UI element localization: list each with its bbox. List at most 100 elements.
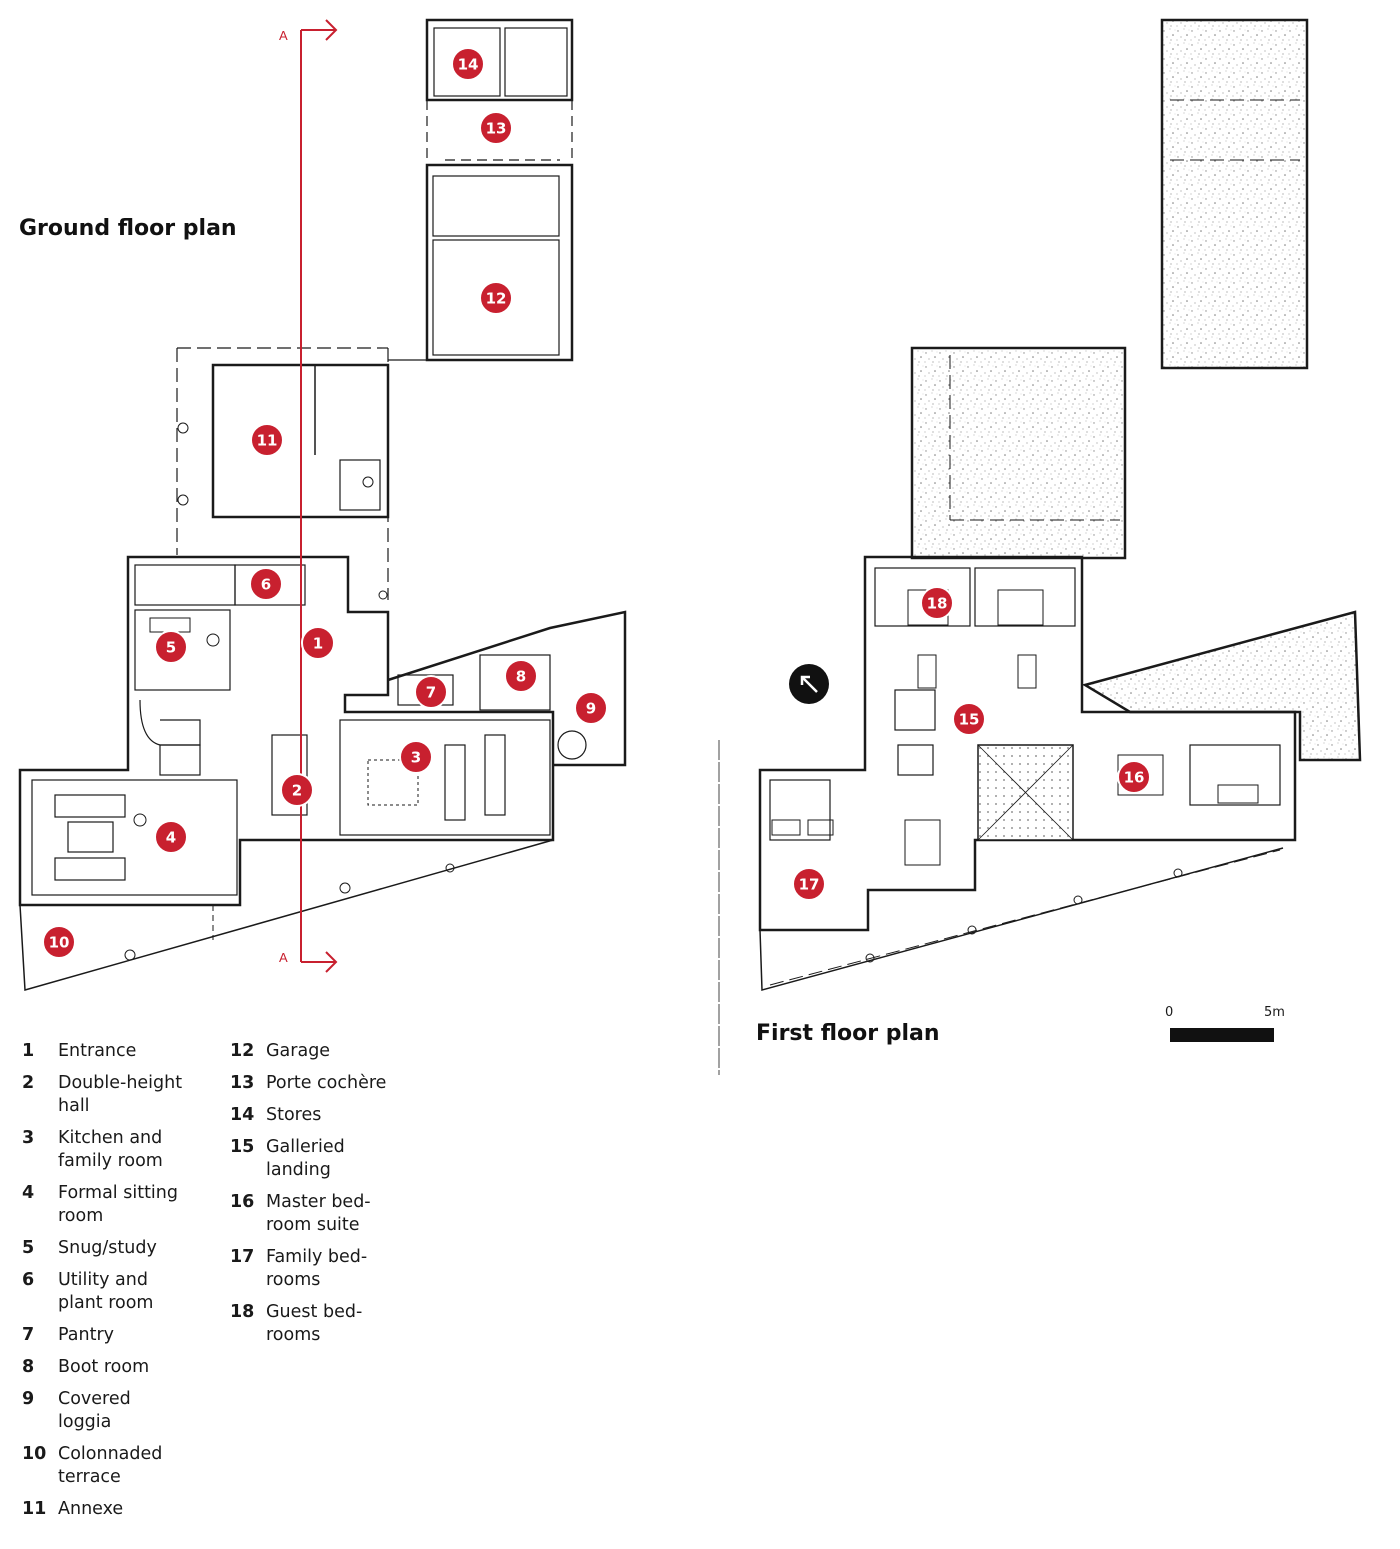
legend-label: Entrance xyxy=(58,1041,137,1061)
room-marker-number: 18 xyxy=(927,595,948,613)
first-floor-plan xyxy=(758,18,1362,991)
legend-label: Stores xyxy=(266,1105,322,1125)
room-marker-circle xyxy=(154,820,188,854)
room-marker-circle xyxy=(1117,760,1151,794)
room-marker-number: 4 xyxy=(166,829,176,847)
legend-item: 11 Annexe xyxy=(22,1498,208,1521)
room-marker-circle xyxy=(479,111,513,145)
room-marker-circle xyxy=(952,702,986,736)
room-marker-number: 7 xyxy=(426,684,436,702)
legend-item: 18 Guest bed- rooms xyxy=(230,1301,416,1347)
room-marker-15: 15 xyxy=(952,702,986,736)
room-marker-2: 2 xyxy=(280,773,314,807)
legend-label: Formal sitting room xyxy=(58,1183,178,1226)
legend-number: 12 xyxy=(230,1041,255,1061)
legend-number: 14 xyxy=(230,1105,255,1125)
room-marker-18: 18 xyxy=(920,586,954,620)
room-marker-number: 11 xyxy=(257,432,278,450)
room-marker-14: 14 xyxy=(451,47,485,81)
room-marker-number: 17 xyxy=(799,876,820,894)
section-line-a xyxy=(300,19,338,973)
legend-label: Pantry xyxy=(58,1325,114,1345)
scale-bar xyxy=(1170,1028,1274,1042)
legend-number: 16 xyxy=(230,1192,255,1212)
legend-number: 13 xyxy=(230,1073,255,1093)
room-marker-3: 3 xyxy=(399,740,433,774)
legend-item: 16 Master bed- room suite xyxy=(230,1191,416,1237)
north-arrow-icon xyxy=(789,664,829,704)
legend-label: Double-height hall xyxy=(58,1073,183,1116)
legend-label: Master bed- room suite xyxy=(266,1192,371,1235)
section-label-top: A xyxy=(279,28,288,43)
room-marker-circle xyxy=(280,773,314,807)
room-marker-12: 12 xyxy=(479,281,513,315)
legend-item: 17 Family bed- rooms xyxy=(230,1246,416,1292)
legend-label: Annexe xyxy=(58,1499,124,1519)
legend-label: Guest bed- rooms xyxy=(266,1302,363,1345)
legend-number: 9 xyxy=(22,1389,35,1409)
legend-number: 6 xyxy=(22,1270,35,1290)
room-marker-circle xyxy=(920,586,954,620)
legend-label: Utility and plant room xyxy=(58,1270,154,1313)
room-marker-circle xyxy=(792,867,826,901)
room-marker-circle xyxy=(574,691,608,725)
room-marker-number: 15 xyxy=(959,711,980,729)
legend-label: Covered loggia xyxy=(58,1389,131,1432)
section-label-bottom: A xyxy=(279,950,288,965)
room-marker-5: 5 xyxy=(154,630,188,664)
legend-item: 9 Covered loggia xyxy=(22,1388,208,1434)
room-marker-number: 8 xyxy=(516,668,526,686)
legend-label: Garage xyxy=(266,1041,331,1061)
room-marker-number: 2 xyxy=(292,782,302,800)
legend-number: 17 xyxy=(230,1247,255,1267)
scale-end-label: 5m xyxy=(1264,1005,1285,1020)
room-marker-circle xyxy=(414,675,448,709)
legend-label: Family bed- rooms xyxy=(266,1247,368,1290)
legend-number: 3 xyxy=(22,1128,35,1148)
legend-label: Kitchen and family room xyxy=(58,1128,163,1171)
room-marker-11: 11 xyxy=(250,423,284,457)
room-marker-circle xyxy=(249,567,283,601)
room-marker-circle xyxy=(451,47,485,81)
room-marker-number: 3 xyxy=(411,749,421,767)
room-marker-8: 8 xyxy=(504,659,538,693)
room-marker-circle xyxy=(42,925,76,959)
legend-item: 1 Entrance xyxy=(22,1040,208,1063)
legend-item: 14 Stores xyxy=(230,1104,416,1127)
ground-floor-title: Ground floor plan xyxy=(19,216,237,241)
room-marker-16: 16 xyxy=(1117,760,1151,794)
room-marker-number: 9 xyxy=(586,700,596,718)
room-marker-number: 5 xyxy=(166,639,176,657)
room-marker-number: 1 xyxy=(313,635,323,653)
room-marker-7: 7 xyxy=(414,675,448,709)
room-marker-number: 12 xyxy=(486,290,507,308)
room-marker-number: 6 xyxy=(261,576,271,594)
room-marker-4: 4 xyxy=(154,820,188,854)
legend-label: Galleried landing xyxy=(266,1137,345,1180)
room-marker-10: 10 xyxy=(42,925,76,959)
legend-number: 8 xyxy=(22,1357,35,1377)
legend-number: 18 xyxy=(230,1302,255,1322)
legend-item: 3 Kitchen and family room xyxy=(22,1127,208,1173)
legend-number: 10 xyxy=(22,1444,47,1464)
room-marker-circle xyxy=(399,740,433,774)
room-marker-13: 13 xyxy=(479,111,513,145)
room-marker-circle xyxy=(154,630,188,664)
room-marker-9: 9 xyxy=(574,691,608,725)
legend-number: 1 xyxy=(22,1041,35,1061)
scale-start-label: 0 xyxy=(1165,1005,1174,1020)
room-marker-number: 14 xyxy=(458,56,479,74)
room-marker-number: 13 xyxy=(486,120,507,138)
legend-item: 12 Garage xyxy=(230,1040,416,1063)
legend-number: 15 xyxy=(230,1137,255,1157)
legend-label: Snug/study xyxy=(58,1238,157,1258)
legend-number: 11 xyxy=(22,1499,47,1519)
